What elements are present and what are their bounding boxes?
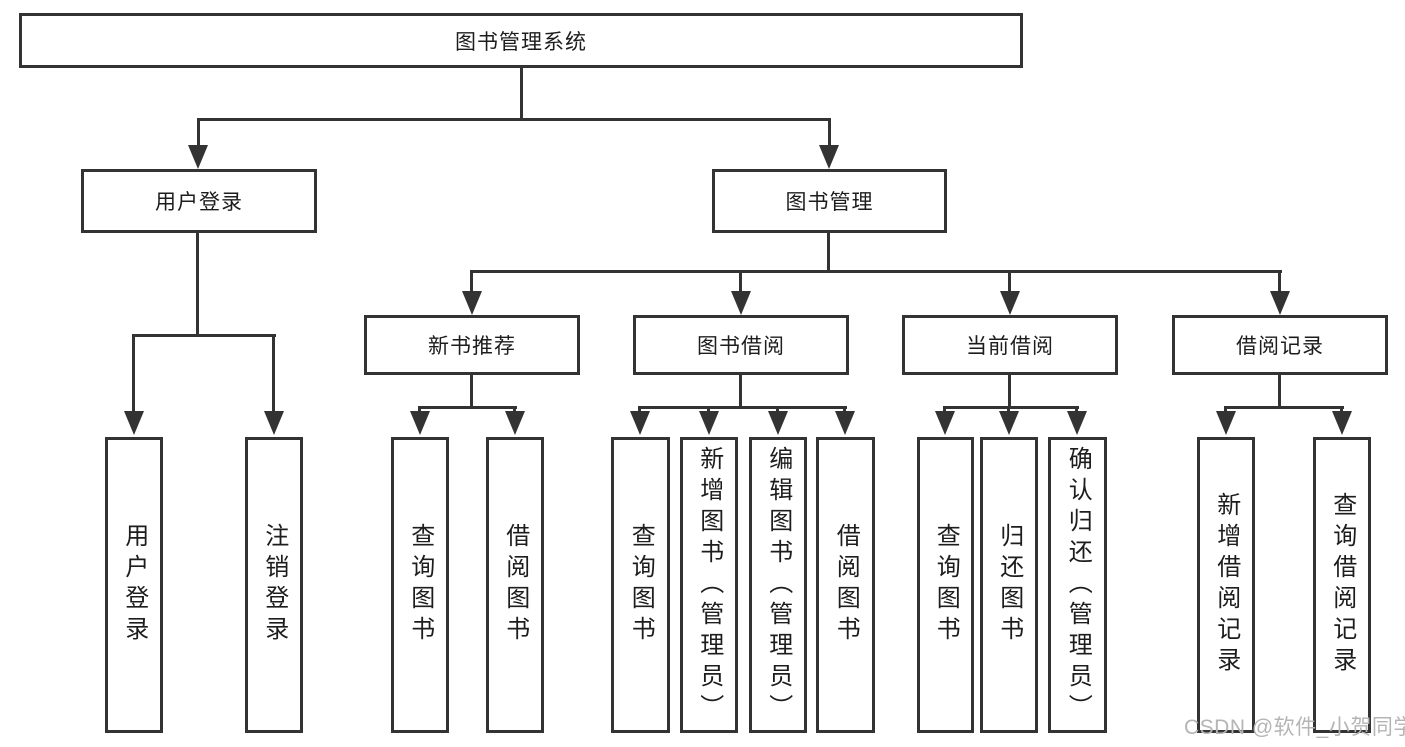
node-borrowing-records: 借阅记录 <box>1172 315 1388 375</box>
leaf-records-query-record: 查询借阅记录 <box>1313 437 1371 733</box>
arrow-down-icon <box>1332 411 1352 435</box>
leaf-records-add-record-label: 新增借阅记录 <box>1212 492 1240 678</box>
leaf-borrow-query-books: 查询图书 <box>611 437 670 733</box>
arrow-down-icon <box>699 411 719 435</box>
arrow-down-icon <box>630 411 650 435</box>
leaf-borrow-query-books-label: 查询图书 <box>627 523 655 647</box>
leaf-borrow-add-books-admin: 新增图书（管理员） <box>680 437 738 733</box>
arrow-down-icon <box>505 411 525 435</box>
connector-line <box>1007 406 1010 415</box>
arrow-down-icon <box>410 411 430 435</box>
leaf-current-return-books: 归还图书 <box>980 437 1038 733</box>
connector-line <box>1224 406 1344 409</box>
connector-line <box>513 406 516 415</box>
node-user-login-label: 用户登录 <box>155 191 243 214</box>
leaf-logout-label: 注销登录 <box>260 523 288 647</box>
node-library-system-label: 图书管理系统 <box>455 30 587 54</box>
arrow-down-icon <box>1270 291 1290 315</box>
leaf-current-confirm-return-admin-label: 确认归还（管理员） <box>1064 445 1092 725</box>
arrow-down-icon <box>935 411 955 435</box>
leaf-borrow-edit-books-admin: 编辑图书（管理员） <box>749 437 807 733</box>
leaf-user-login-label: 用户登录 <box>120 523 148 647</box>
leaf-recommend-borrow-books-label: 借阅图书 <box>501 523 529 647</box>
arrow-down-icon <box>462 291 482 315</box>
leaf-user-login: 用户登录 <box>105 437 163 733</box>
arrow-down-icon <box>1067 411 1087 435</box>
csdn-watermark: CSDN @软件_小贺同学 <box>1184 716 1405 739</box>
node-borrowing-records-label: 借阅记录 <box>1236 335 1324 358</box>
connector-line <box>638 406 641 415</box>
leaf-borrow-borrow-books: 借阅图书 <box>816 437 875 733</box>
connector-line <box>197 118 831 121</box>
connector-line <box>739 375 742 408</box>
leaf-borrow-borrow-books-label: 借阅图书 <box>832 523 860 647</box>
arrow-down-icon <box>835 411 855 435</box>
connector-line <box>272 334 275 415</box>
arrow-down-icon <box>188 145 208 169</box>
connector-line <box>739 270 742 291</box>
node-current-borrowing: 当前借阅 <box>902 315 1118 375</box>
node-new-book-recommend: 新书推荐 <box>364 315 580 375</box>
arrow-down-icon <box>731 291 751 315</box>
leaf-logout: 注销登录 <box>245 437 303 733</box>
leaf-recommend-borrow-books: 借阅图书 <box>486 437 544 733</box>
connector-line <box>132 334 135 415</box>
arrow-down-icon <box>1000 291 1020 315</box>
connector-line <box>707 406 710 415</box>
connector-line <box>1278 375 1281 408</box>
arrow-down-icon <box>264 411 284 435</box>
connector-line <box>418 406 517 409</box>
node-book-borrowing-label: 图书借阅 <box>697 335 785 358</box>
leaf-current-query-books-label: 查询图书 <box>932 523 960 647</box>
connector-line <box>638 406 847 409</box>
connector-line <box>470 270 473 291</box>
connector-line <box>196 233 199 336</box>
connector-line <box>1278 270 1281 291</box>
node-book-management: 图书管理 <box>712 169 947 233</box>
leaf-current-return-books-label: 归还图书 <box>995 523 1023 647</box>
connector-line <box>776 406 779 415</box>
node-book-management-label: 图书管理 <box>785 191 874 214</box>
connector-line <box>943 406 1079 409</box>
node-current-borrowing-label: 当前借阅 <box>966 335 1054 358</box>
node-user-login: 用户登录 <box>81 169 317 233</box>
leaf-records-query-record-label: 查询借阅记录 <box>1328 492 1356 678</box>
connector-line <box>943 406 946 415</box>
connector-line <box>470 270 1282 273</box>
leaf-recommend-query-books: 查询图书 <box>391 437 449 733</box>
connector-line <box>1008 375 1011 408</box>
connector-line <box>1340 406 1343 415</box>
connector-line <box>1075 406 1078 415</box>
leaf-current-confirm-return-admin: 确认归还（管理员） <box>1048 437 1107 733</box>
arrow-down-icon <box>819 145 839 169</box>
arrow-down-icon <box>124 411 144 435</box>
arrow-down-icon <box>999 411 1019 435</box>
connector-line <box>1224 406 1227 415</box>
node-book-borrowing: 图书借阅 <box>633 315 849 375</box>
connector-line <box>1008 270 1011 291</box>
connector-line <box>520 68 523 120</box>
node-new-book-recommend-label: 新书推荐 <box>428 335 516 358</box>
connector-line <box>843 406 846 415</box>
connector-line <box>418 406 421 415</box>
arrow-down-icon <box>768 411 788 435</box>
arrow-down-icon <box>1216 411 1236 435</box>
leaf-recommend-query-books-label: 查询图书 <box>406 523 434 647</box>
leaf-borrow-add-books-admin-label: 新增图书（管理员） <box>695 445 723 725</box>
leaf-borrow-edit-books-admin-label: 编辑图书（管理员） <box>764 445 792 725</box>
connector-line <box>827 233 830 272</box>
connector-line <box>828 118 831 150</box>
connector-line <box>470 375 473 408</box>
node-library-system: 图书管理系统 <box>19 13 1023 68</box>
connector-line <box>132 334 276 337</box>
leaf-records-add-record: 新增借阅记录 <box>1197 437 1255 733</box>
leaf-current-query-books: 查询图书 <box>917 437 974 733</box>
connector-line <box>197 118 200 150</box>
